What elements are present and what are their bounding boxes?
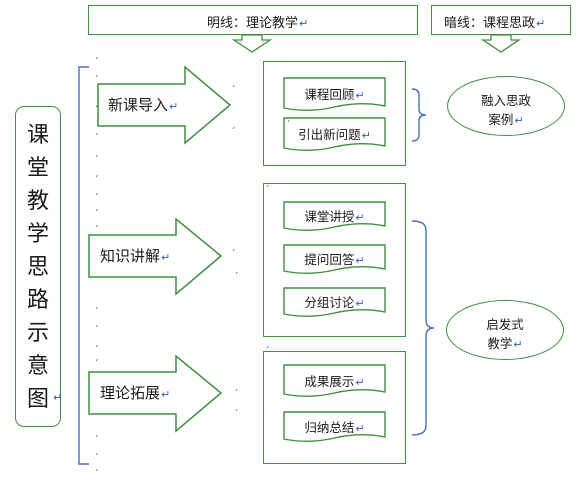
stage-label-3: 理论拓展↵ [100, 384, 171, 402]
outcome-2-line2: 教学↵ [487, 336, 523, 351]
decorative-dot: ˏ [94, 352, 99, 362]
decorative-dot: ˏ [94, 186, 99, 196]
main-line-label: 明线：理论教学↵ [207, 16, 309, 31]
decorative-dot: ˏ [94, 50, 99, 60]
activity-label: 课程回顾↵ [304, 87, 365, 102]
stage-label-1: 新课导入↵ [108, 96, 179, 114]
activity-box: 课堂讲授↵ [283, 201, 386, 233]
title-char: 学 [26, 222, 49, 247]
title-char: 堂 [26, 156, 49, 181]
title-char: 图 [26, 387, 49, 412]
stage-label-2: 知识讲解↵ [100, 247, 171, 265]
right-bracket-1 [411, 88, 427, 142]
title-char: 课 [26, 123, 49, 148]
decorative-dot: ˏ [94, 338, 99, 348]
activity-label: 引出新问题↵ [298, 127, 371, 142]
activity-box: 引出新问题↵ [283, 117, 386, 153]
outcome-ideology-cases: 融入思政 案例↵ [447, 76, 565, 136]
hidden-line-down-arrow [481, 35, 521, 53]
activity-box: 成果展示↵ [283, 364, 386, 399]
stage-arrow-2 [88, 218, 223, 296]
title-char: 思 [26, 255, 49, 280]
decorative-dot: ˏ [234, 402, 239, 412]
activity-label: 分组讨论↵ [304, 295, 365, 310]
decorative-dot: ˏ [94, 300, 99, 310]
stage-arrow-1 [97, 66, 232, 145]
decorative-dot: ˏ [94, 168, 99, 178]
hidden-line-box: 暗线：课程思政↵ [431, 5, 571, 35]
decorative-dot: ˏ [231, 120, 236, 130]
decorative-dot: ˏ [265, 339, 270, 349]
decorative-dot: ˏ [94, 218, 99, 228]
decorative-dot: ˏ [94, 318, 99, 328]
activity-box: 分组讨论↵ [283, 287, 386, 319]
left-bracket [78, 66, 89, 465]
activity-box: 归纳总结↵ [283, 411, 386, 444]
title-char: 路 [26, 288, 49, 313]
title-char: 意 [26, 354, 49, 379]
main-line-down-arrow [232, 35, 272, 53]
outcome-heuristic-teaching: 启发式 教学↵ [446, 300, 564, 360]
decorative-dot: ˏ [286, 113, 291, 123]
outcome-1-line2: 案例↵ [488, 112, 524, 127]
title-mark: ↵ [53, 391, 63, 404]
title-char: 教 [26, 189, 49, 214]
outcome-2-line1: 启发式 [486, 317, 524, 332]
stage-arrow-3 [88, 355, 223, 433]
decorative-dot: ˏ [94, 462, 99, 472]
decorative-dot: ˏ [94, 126, 99, 136]
activity-label: 归纳总结↵ [304, 420, 365, 435]
decorative-dot: ˏ [94, 68, 99, 78]
title-char: 示 [26, 321, 49, 346]
decorative-dot: ˏ [234, 265, 239, 275]
hidden-line-label: 暗线：课程思政↵ [444, 16, 546, 31]
activity-box: 提问回答↵ [283, 244, 386, 276]
decorative-dot: ˏ [94, 148, 99, 158]
decorative-dot: ˏ [265, 178, 270, 188]
decorative-dot: ˏ [94, 446, 99, 456]
activity-label: 课堂讲授↵ [304, 209, 365, 224]
decorative-dot: ˏ [231, 78, 236, 88]
decorative-dot: ˏ [94, 202, 99, 212]
right-bracket-2 [411, 220, 435, 436]
activity-box: 课程回顾↵ [283, 77, 386, 113]
outcome-1-line1: 融入思政 [480, 93, 531, 108]
diagram-title-vertical: 课堂教学思路示意图 ↵ [15, 106, 63, 427]
decorative-dot: ˏ [231, 242, 236, 252]
decorative-dot: ˏ [94, 428, 99, 438]
decorative-dot: ˏ [234, 382, 239, 392]
main-line-box: 明线：理论教学↵ [88, 5, 418, 35]
activity-label: 成果展示↵ [304, 374, 365, 389]
decorative-dot: ˏ [94, 98, 99, 108]
activity-label: 提问回答↵ [304, 252, 365, 267]
